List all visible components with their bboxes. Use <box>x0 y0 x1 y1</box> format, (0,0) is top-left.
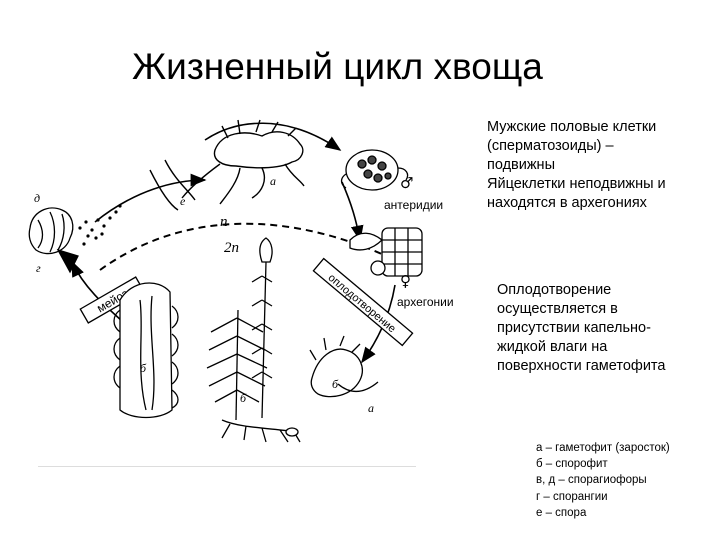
female-symbol: ♀ <box>400 272 411 290</box>
letter-e-top: е <box>180 194 186 208</box>
antheridia-label: антеридии <box>384 198 444 212</box>
letter-d-left: д <box>34 191 40 205</box>
legend: а – гаметофит (заросток) б – спорофит в,… <box>536 440 670 521</box>
letter-g-left: г <box>36 261 41 275</box>
sporangiophore-drawing <box>28 207 79 274</box>
archegonia-label: архегонии <box>397 295 454 309</box>
legend-item: а – гаметофит (заросток) <box>536 442 670 454</box>
arrow-spores-to-gametophyte <box>94 173 207 223</box>
letter-a-top: а <box>270 174 276 188</box>
fertilization-text-block: Оплодотворение осуществляется в присутст… <box>497 281 665 376</box>
letter-a-bottom: а <box>368 401 374 415</box>
letter-b-left: б <box>140 361 147 375</box>
fertilization-line: присутствии капельно- <box>497 320 651 336</box>
letter-b-sporophyte: б <box>240 391 247 405</box>
gametes-text-block: Мужские половые клетки (сперматозоиды) –… <box>487 118 666 213</box>
arrow-antheridia-to-archegonia <box>341 181 364 242</box>
legend-item: в, д – спорагиофоры <box>536 474 647 487</box>
antheridium-drawing <box>340 149 409 191</box>
spores-cluster <box>78 204 122 246</box>
legend-item: е – спора <box>536 506 587 519</box>
horsetail-sporophyte-drawing <box>206 237 301 443</box>
gametes-line: (сперматозоиды) – <box>487 138 614 154</box>
fertilization-line: Оплодотворение <box>497 282 612 298</box>
divider-line <box>38 466 416 467</box>
gametes-line: находятся в архегониях <box>487 195 647 211</box>
legend-item: г – спорангии <box>536 490 608 503</box>
gametes-line: подвижны <box>487 157 555 173</box>
letter-b-mid: б <box>332 377 339 391</box>
legend-item: б – спорофит <box>536 458 608 471</box>
archegonium-drawing <box>349 227 423 277</box>
male-symbol: ♂ <box>400 174 413 192</box>
gametes-line: Яйцеклетки неподвижны и <box>487 176 666 192</box>
fertilization-line: поверхности гаметофита <box>497 358 666 374</box>
gametes-line: Мужские половые клетки <box>487 119 657 135</box>
fertilization-line: осуществляется в <box>497 301 618 317</box>
gametophyte-drawing <box>149 119 305 211</box>
arrow-gametophyte-to-antheridia <box>204 122 342 151</box>
haploid-label: n <box>220 214 228 230</box>
fertilization-label: оплодотворение <box>326 272 398 335</box>
young-sporophyte-drawing <box>309 335 379 398</box>
sporophyte-section-drawing <box>113 282 179 419</box>
fertilization-line: жидкой влаги на <box>497 339 608 355</box>
slide-title: Жизненный цикл хвоща <box>132 46 543 87</box>
diploid-label: 2n <box>224 240 239 256</box>
